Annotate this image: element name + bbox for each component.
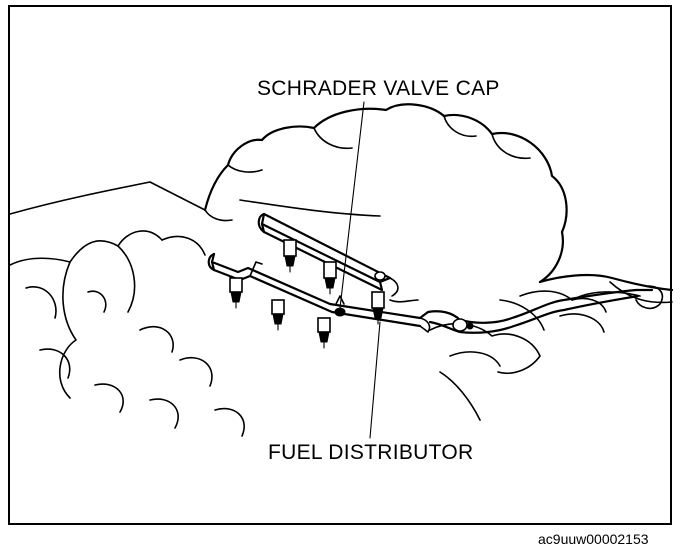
upper-fuel-rail	[257, 212, 399, 297]
injector-lower-3	[317, 317, 331, 349]
injector-upper-1	[283, 239, 297, 273]
fuel-distributor-label: FUEL DISTRIBUTOR	[268, 441, 474, 464]
figure-id: ac9uuw00002153	[538, 531, 649, 547]
lower-injectors	[229, 277, 331, 349]
injector-upper-2	[323, 261, 337, 295]
fuel-line	[389, 285, 664, 334]
fuel-distributor-leader	[369, 321, 381, 439]
leader-lines	[339, 101, 381, 439]
injector-lower-1	[229, 277, 243, 309]
upper-injectors	[283, 239, 385, 325]
figure-border	[8, 5, 672, 525]
injector-upper-3	[371, 291, 385, 325]
schrader-valve-cap-leader	[339, 101, 365, 309]
injector-lower-2	[271, 299, 285, 331]
lower-fuel-rail	[207, 252, 431, 333]
schrader-valve-cap-label: SCHRADER VALVE CAP	[257, 77, 500, 100]
